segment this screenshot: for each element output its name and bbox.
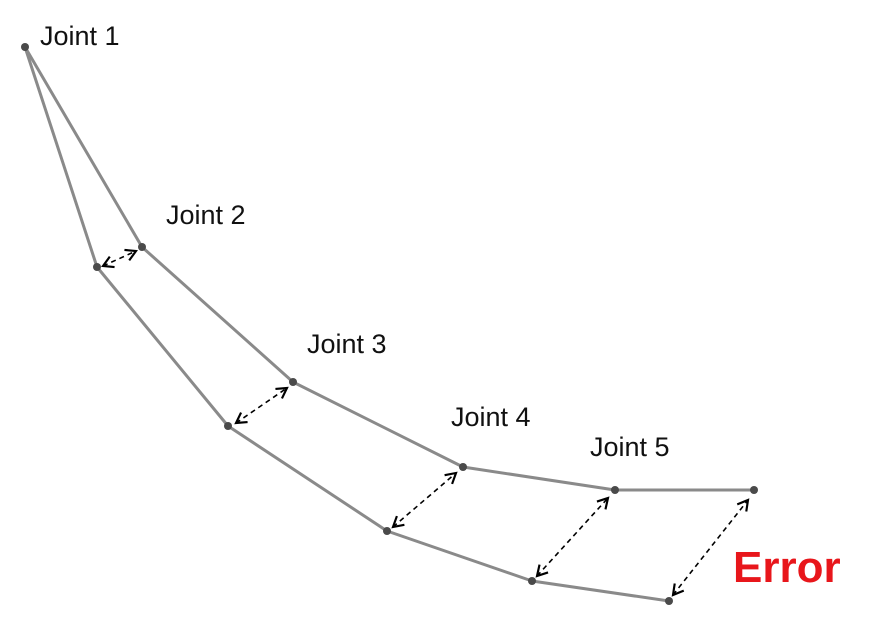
error-label: Error [733,543,841,592]
ref-joint-4-marker [459,463,467,471]
deviation-arrows [101,248,750,597]
ref-link-2 [140,245,295,384]
ref-link-4 [461,465,617,492]
dev-joint-3-marker [224,422,232,430]
joint-1-label: Joint 1 [40,21,120,51]
dev-link-1 [23,45,99,269]
deviation-arrow-joint-4 [391,471,458,529]
joint-5-label: Joint 5 [590,432,670,462]
ref-end-effector-marker [750,486,758,494]
ref-link-3 [291,380,465,469]
dev-joint-4-marker [383,527,391,535]
ref-joint-3-marker [289,378,297,386]
deviation-arrow-joint-3 [234,386,289,425]
ref-link-1 [23,45,144,249]
reference-arm [23,45,756,492]
joint-1-marker [21,43,29,51]
deviation-arrow-end-effector [671,498,750,597]
deviated-arm [23,45,671,603]
dev-joint-2-marker [93,263,101,271]
dev-link-5 [530,579,671,603]
joint-4-label: Joint 4 [451,402,531,432]
joint-3-label: Joint 3 [307,329,387,359]
dev-link-4 [385,529,534,583]
deviation-arrow-joint-2 [101,248,138,269]
dev-end-effector-marker [665,597,673,605]
joint-markers [21,43,758,605]
joint-2-label: Joint 2 [166,200,246,230]
dev-joint-5-marker [528,577,536,585]
deviation-arrow-joint-5 [535,496,610,578]
ref-joint-2-marker [138,243,146,251]
ref-joint-5-marker [611,486,619,494]
dev-link-3 [226,424,389,533]
dev-link-2 [95,265,230,428]
